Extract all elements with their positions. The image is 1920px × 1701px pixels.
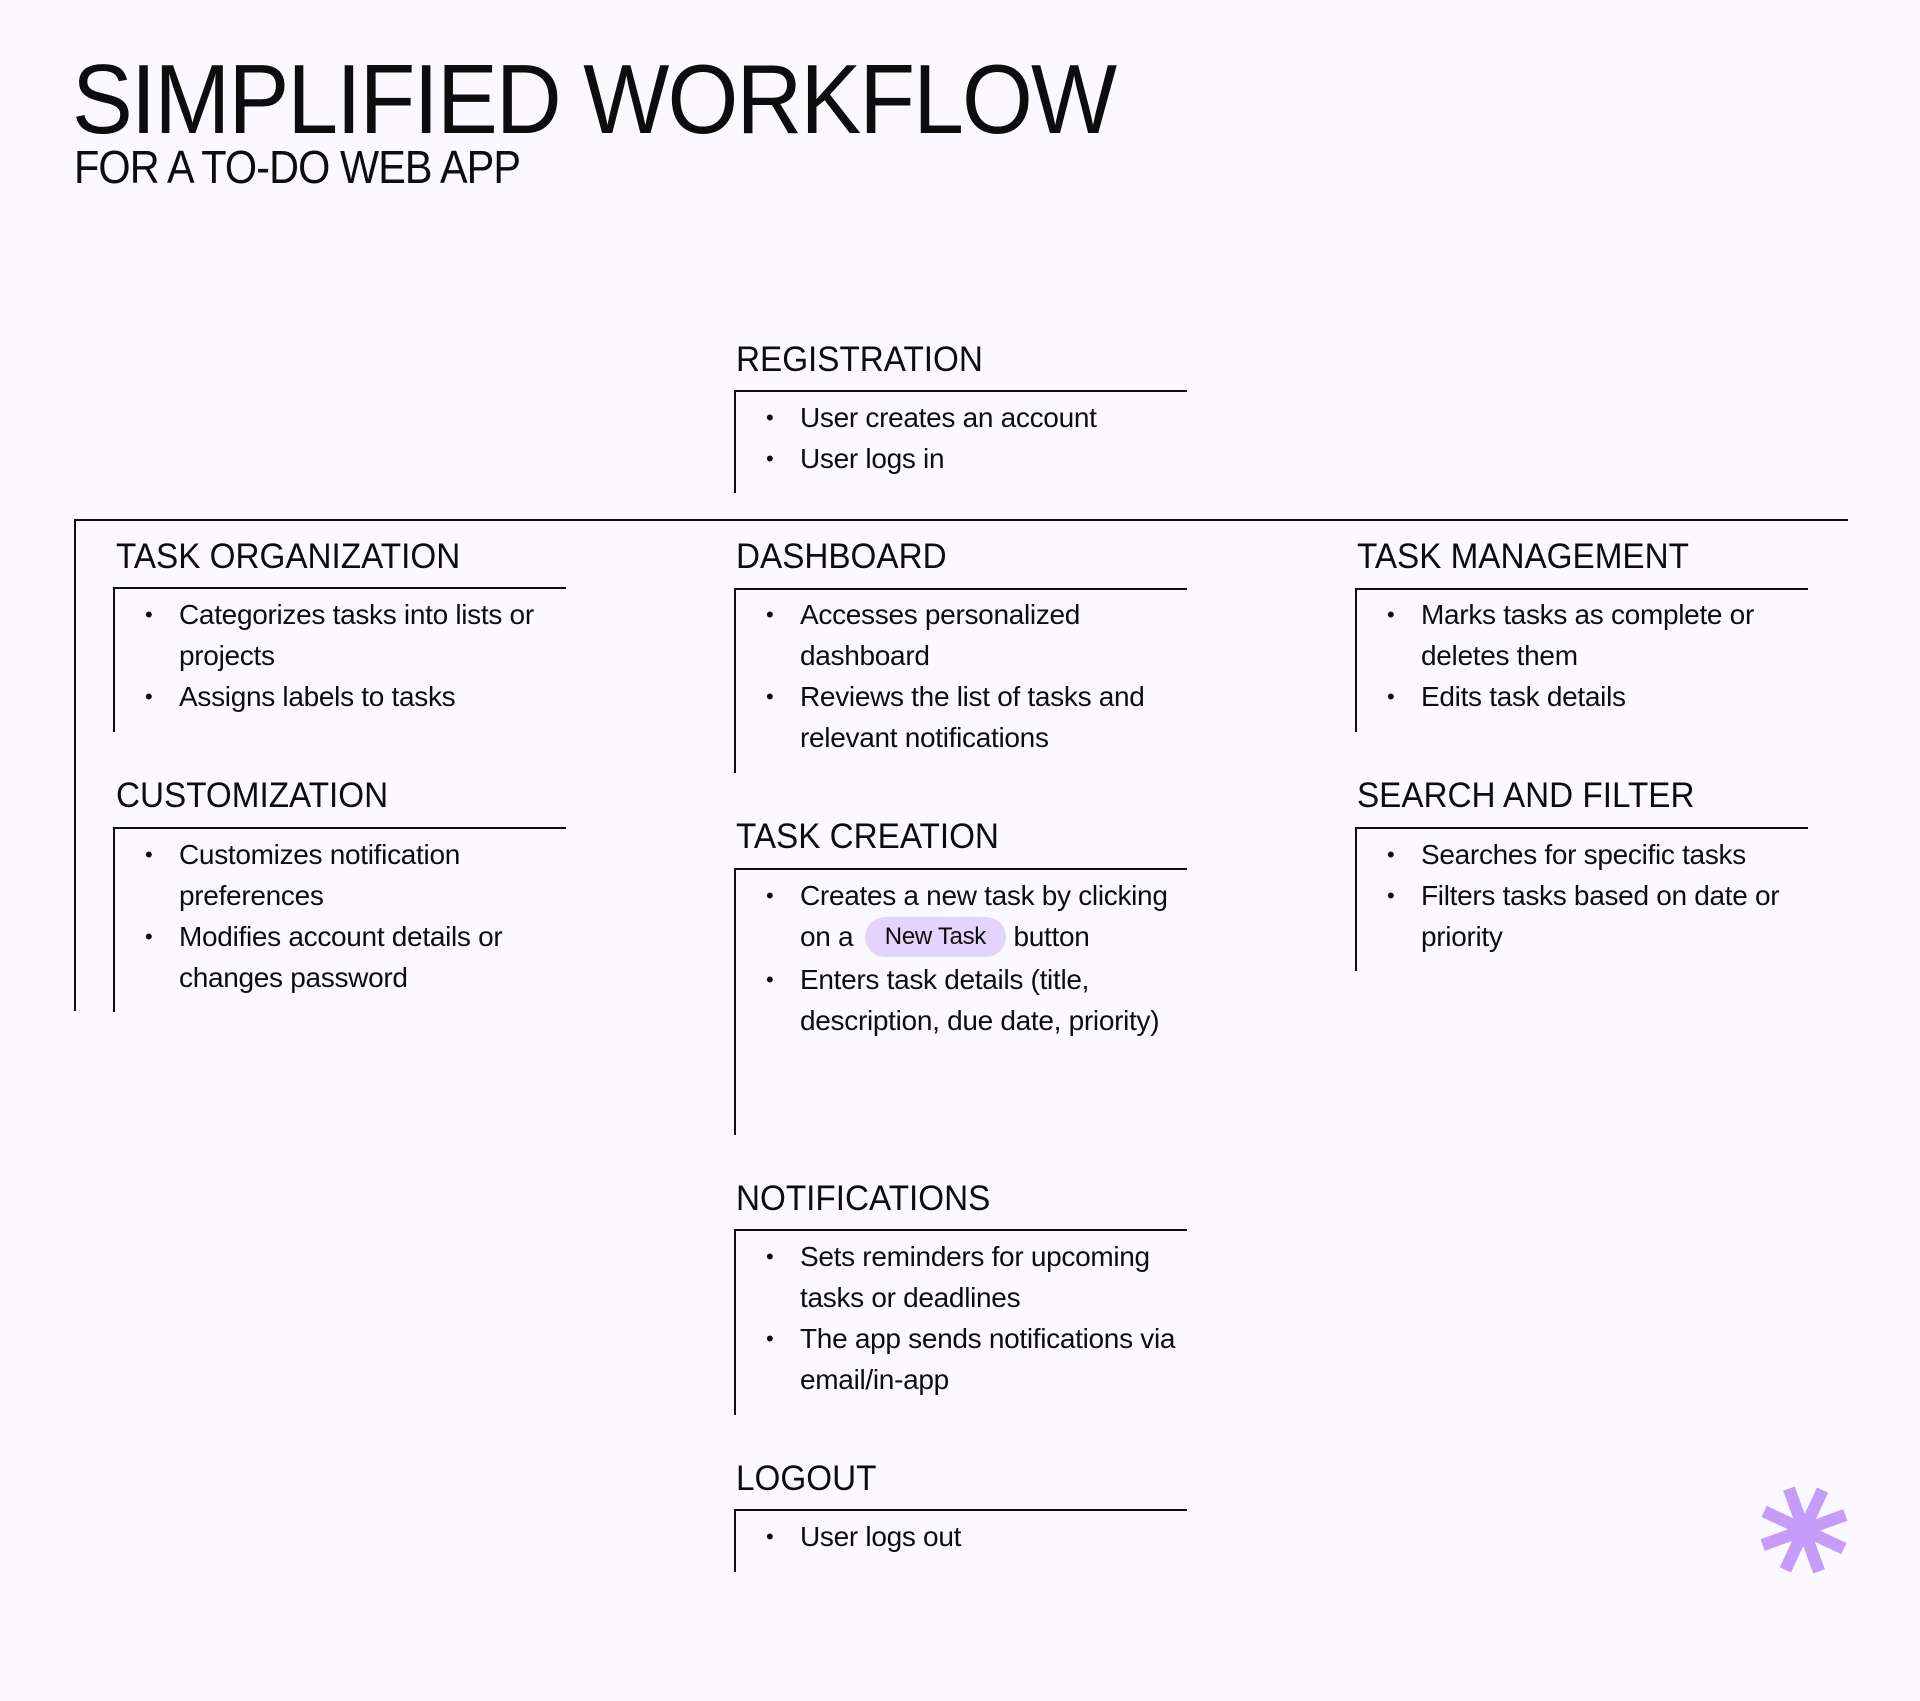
bracket-top — [734, 1509, 1187, 1511]
bracket-side — [1355, 827, 1357, 971]
task-creation-list: •Creates a new task by clicking on a New… — [766, 875, 1170, 1041]
section-heading: TASK CREATION — [736, 817, 999, 856]
dashboard-list: •Accesses personalized dashboard •Review… — [766, 594, 1190, 758]
bracket-side — [113, 827, 115, 1012]
main-connector-side — [74, 519, 76, 1011]
list-item: •User logs in — [766, 443, 945, 474]
bracket-side — [734, 868, 736, 1135]
list-item: •Assigns labels to tasks — [145, 681, 456, 712]
section-heading: LOGOUT — [736, 1459, 877, 1498]
asterisk-icon — [1760, 1486, 1848, 1574]
bracket-side — [734, 390, 736, 493]
bracket-top — [113, 587, 566, 589]
list-item: •User logs out — [766, 1521, 962, 1552]
bracket-top — [734, 588, 1187, 590]
list-item: •Enters task details (title, description… — [766, 963, 1160, 1036]
bracket-top — [1355, 588, 1808, 590]
list-item: •User creates an account — [766, 402, 1097, 433]
list-item: •Reviews the list of tasks and relevant … — [766, 681, 1145, 753]
task-management-list: •Marks tasks as complete or deletes them… — [1387, 594, 1821, 717]
section-heading: SEARCH AND FILTER — [1357, 776, 1695, 815]
search-filter-list: •Searches for specific tasks •Filters ta… — [1387, 834, 1811, 957]
bracket-side — [734, 588, 736, 773]
bracket-side — [1355, 588, 1357, 732]
list-item: •Accesses personalized dashboard — [766, 599, 1081, 671]
customization-list: •Customizes notification preferences •Mo… — [145, 834, 569, 998]
list-item: •Searches for specific tasks — [1387, 839, 1746, 870]
section-heading: TASK MANAGEMENT — [1357, 537, 1689, 576]
page-subtitle: FOR A TO-DO WEB APP — [74, 141, 521, 193]
bracket-top — [734, 1229, 1187, 1231]
bracket-side — [734, 1229, 736, 1415]
list-item: •Marks tasks as complete or deletes them — [1387, 599, 1754, 671]
section-heading: REGISTRATION — [736, 340, 983, 379]
list-item: •Sets reminders for upcoming tasks or de… — [766, 1241, 1150, 1313]
notifications-list: •Sets reminders for upcoming tasks or de… — [766, 1236, 1200, 1400]
list-item: •Customizes notification preferences — [145, 839, 461, 911]
list-item: •Edits task details — [1387, 681, 1626, 712]
list-item: •Creates a new task by clicking on a New… — [766, 875, 1170, 959]
bracket-top — [1355, 827, 1808, 829]
bracket-top — [113, 827, 566, 829]
section-heading: DASHBOARD — [736, 537, 947, 576]
list-item: •The app sends notifications via email/i… — [766, 1323, 1176, 1395]
section-heading: NOTIFICATIONS — [736, 1179, 991, 1218]
bracket-top — [734, 390, 1187, 392]
list-item: •Categorizes tasks into lists or project… — [145, 599, 534, 671]
section-heading: TASK ORGANIZATION — [116, 537, 461, 576]
bracket-side — [113, 587, 115, 732]
section-heading: CUSTOMIZATION — [116, 776, 389, 815]
bracket-side — [734, 1509, 736, 1572]
page-title: SIMPLIFIED WORKFLOW — [72, 44, 1117, 154]
registration-list: •User creates an account •User logs in — [766, 397, 1190, 479]
bracket-top — [734, 868, 1187, 870]
list-item: •Modifies account details or changes pas… — [145, 921, 503, 993]
logout-list: •User logs out — [766, 1516, 1190, 1557]
new-task-button[interactable]: New Task — [864, 916, 1006, 957]
main-connector-line — [74, 519, 1848, 521]
task-organization-list: •Categorizes tasks into lists or project… — [145, 594, 559, 717]
list-item: •Filters tasks based on date or priority — [1387, 880, 1780, 952]
